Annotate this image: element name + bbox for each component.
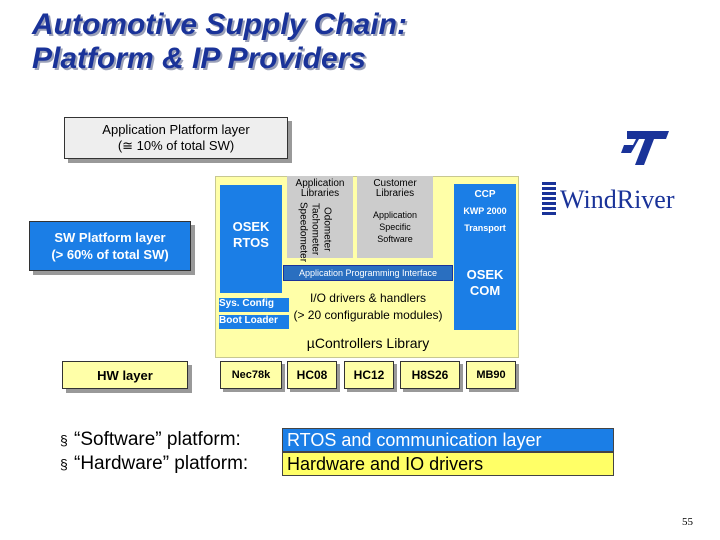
page-number: 55 xyxy=(682,516,693,528)
app-specific-line-3: Software xyxy=(377,234,413,244)
sw-platform-layer-label: SW Platform layer (> 60% of total SW) xyxy=(29,221,191,271)
title-line-1: Automotive Supply Chain: xyxy=(32,8,407,41)
st-logo-icon xyxy=(617,127,671,167)
customer-libraries-line-1: Customer xyxy=(373,178,417,189)
controllers-library-label: µControllers Library xyxy=(306,335,430,351)
application-specific-label: Application Specific Software xyxy=(357,207,433,247)
osek-com-line-1: OSEK xyxy=(466,267,504,282)
osek-rtos-line-1: OSEK xyxy=(232,219,270,234)
application-platform-layer-label: Application Platform layer (≅ 10% of tot… xyxy=(64,117,288,159)
io-drivers-line-2: (> 20 configurable modules) xyxy=(293,308,443,322)
kwp-label: KWP 2000 xyxy=(463,206,507,216)
app-libraries-line-2: Libraries xyxy=(300,188,340,199)
odometer-label: Odometer xyxy=(321,206,333,252)
sys-config-label: Sys. Config xyxy=(219,298,289,312)
customer-libraries-line-2: Libraries xyxy=(375,188,415,199)
osek-com-label: OSEK COM xyxy=(454,266,516,300)
api-bar: Application Programming Interface xyxy=(283,265,453,281)
chip-mb90: MB90 xyxy=(466,361,516,389)
osek-rtos-block xyxy=(220,185,282,293)
bullet-software-highlight: RTOS and communication layer xyxy=(282,428,614,452)
app-platform-line-2: (≅ 10% of total SW) xyxy=(117,138,235,153)
sw-platform-line-1: SW Platform layer xyxy=(54,230,166,245)
osek-rtos-label: OSEK RTOS xyxy=(220,215,282,255)
osek-com-line-2: COM xyxy=(469,283,501,298)
title-line-2: Platform & IP Providers xyxy=(32,42,366,75)
chip-hc12: HC12 xyxy=(344,361,394,389)
transport-label: Transport xyxy=(464,223,506,233)
hw-layer-label: HW layer xyxy=(62,361,188,389)
bullet-software-label: “Software” platform: xyxy=(74,429,241,450)
windriver-logo-icon: WindRiver xyxy=(540,178,696,220)
chip-nec78k: Nec78k xyxy=(220,361,282,389)
io-drivers-label: I/O drivers & handlers (> 20 configurabl… xyxy=(283,288,453,326)
bullet-hardware-highlight: Hardware and IO drivers xyxy=(282,452,614,476)
customer-libraries-label: Customer Libraries xyxy=(357,177,433,201)
application-libraries-block xyxy=(287,176,353,258)
boot-loader-label: Boot Loader xyxy=(219,315,289,329)
app-libraries-line-1: Application xyxy=(295,178,345,189)
chip-hc08: HC08 xyxy=(287,361,337,389)
bullet-icon: § xyxy=(60,456,68,472)
speedometer-label: Speedometer xyxy=(297,202,309,263)
sw-platform-line-2: (> 60% of total SW) xyxy=(51,247,169,262)
tachometer-label: Tachometer xyxy=(309,202,321,256)
app-specific-line-2: Specific xyxy=(379,222,411,232)
page-title: Automotive Supply Chain: Platform & IP P… xyxy=(32,8,407,76)
bullet-software-platform: § “Software” platform: RTOS and communic… xyxy=(60,428,640,452)
bullet-hardware-platform: § “Hardware” platform: Hardware and IO d… xyxy=(60,452,640,476)
osek-rtos-line-2: RTOS xyxy=(233,235,269,250)
api-label: Application Programming Interface xyxy=(298,268,438,278)
app-specific-line-1: Application xyxy=(372,210,418,220)
svg-text:WindRiver: WindRiver xyxy=(560,185,675,214)
bullet-icon: § xyxy=(60,432,68,448)
customer-libraries-block xyxy=(357,176,433,258)
chip-h8s26: H8S26 xyxy=(400,361,460,389)
communication-block xyxy=(454,184,516,330)
vertical-labels-group: Odometer Tachometer Speedometer xyxy=(292,202,338,263)
app-platform-line-1: Application Platform layer xyxy=(102,122,250,137)
bullet-hardware-label: “Hardware” platform: xyxy=(74,453,249,474)
ccp-label: CCP xyxy=(474,188,496,200)
io-drivers-line-1: I/O drivers & handlers xyxy=(309,291,427,305)
application-libraries-label: Application Libraries xyxy=(285,177,355,201)
